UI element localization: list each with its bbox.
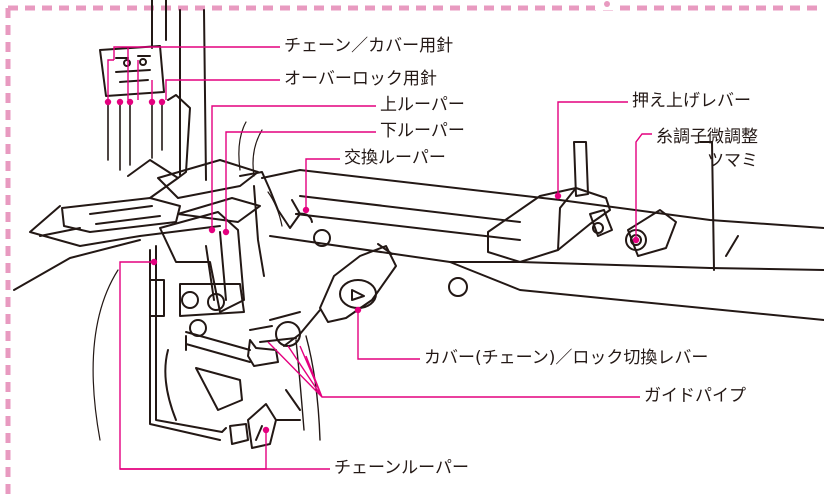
leader-exchange-looper: [305, 158, 340, 210]
label-presser-lift-lever: 押え上げレバー: [632, 91, 751, 111]
leader-presser-lift-lever: [557, 101, 628, 196]
label-thread-tension-knob: 糸調子微調整 ツマミ: [656, 127, 758, 171]
label-overlock-needle: オーバーロック用針: [284, 69, 437, 89]
label-chain-cover-needle: チェーン／カバー用針: [284, 36, 454, 56]
label-cover-lock-switch-lever: カバー(チェーン)／ロック切換レバー: [424, 348, 709, 368]
label-lower-looper: 下ルーパー: [380, 121, 465, 141]
machine-drawing: [13, 0, 824, 449]
leader-tension-knob: [635, 133, 652, 240]
leader-upper-looper: [211, 105, 376, 230]
leader-switch-lever: [357, 310, 420, 360]
label-upper-looper: 上ルーパー: [380, 95, 465, 115]
leader-chain-cover-needle: [107, 46, 280, 102]
label-exchange-looper: 交換ルーパー: [344, 148, 446, 168]
leader-lines: [104, 46, 652, 470]
leader-guide-pipe: [267, 341, 640, 398]
leader-overlock-needle: [151, 79, 280, 100]
dashed-border: [5, 0, 824, 500]
label-chain-looper: チェーンルーパー: [334, 458, 469, 478]
label-guide-pipe: ガイドパイプ: [644, 386, 746, 406]
leader-lower-looper: [225, 131, 376, 232]
